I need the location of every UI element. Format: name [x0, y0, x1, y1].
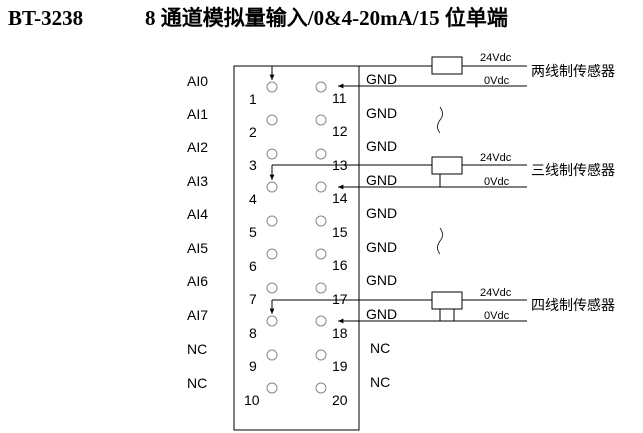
pin-number-11: 11	[332, 90, 347, 106]
three-wire-sensor-wiring	[269, 156, 527, 190]
terminal-2	[266, 114, 278, 126]
channel-label-gnd-1: GND	[366, 71, 397, 87]
terminal-9	[266, 349, 278, 361]
pin-number-9: 9	[249, 358, 257, 374]
channel-label-nc-right-1: NC	[370, 340, 390, 356]
terminal-16	[315, 248, 327, 260]
right-terminal-screws	[315, 81, 327, 394]
pin-number-19: 19	[332, 358, 348, 374]
pin-number-8: 8	[249, 325, 257, 341]
channel-label-ai6: AI6	[187, 273, 208, 289]
terminal-6	[266, 248, 278, 260]
left-terminal-screws	[266, 81, 278, 394]
terminal-11	[315, 81, 327, 93]
pin-number-15: 15	[332, 224, 348, 240]
model-number: BT-3238	[8, 6, 84, 30]
break-mark-1	[437, 106, 443, 134]
terminal-3	[266, 148, 278, 160]
pin-number-10: 10	[244, 392, 260, 408]
pin-number-14: 14	[332, 190, 348, 206]
four-wire-sensor-box	[431, 291, 463, 310]
pin-number-12: 12	[332, 123, 348, 139]
pin-number-3: 3	[249, 157, 257, 173]
channel-label-gnd-5: GND	[366, 205, 397, 221]
channel-label-nc-right-2: NC	[370, 374, 390, 390]
four-wire-24v-label: 24Vdc	[480, 287, 512, 299]
terminal-14	[315, 181, 327, 193]
pin-number-2: 2	[249, 124, 257, 140]
terminal-19	[315, 349, 327, 361]
left-pin-numbers: 1 2 3 4 5 6 7 8 9 10	[244, 91, 260, 408]
four-wire-sensor-label: 四线制传感器	[531, 297, 615, 313]
two-wire-sensor-box	[431, 56, 463, 75]
break-mark-2	[437, 227, 443, 255]
channel-label-ai7: AI7	[187, 307, 208, 323]
left-channel-labels: AI0 AI1 AI2 AI3 AI4 AI5 AI6 AI7 NC NC	[187, 73, 208, 391]
terminal-1	[266, 81, 278, 93]
pin-number-6: 6	[249, 258, 257, 274]
three-wire-24v-label: 24Vdc	[480, 152, 512, 164]
terminal-15	[315, 215, 327, 227]
four-wire-sensor-wiring	[269, 291, 527, 324]
channel-label-gnd-8: GND	[366, 306, 397, 322]
right-channel-labels: GND GND GND GND GND GND GND GND NC NC	[366, 71, 397, 390]
two-wire-24v-label: 24Vdc	[480, 52, 512, 64]
channel-label-ai0: AI0	[187, 73, 208, 89]
channel-label-gnd-4: GND	[366, 172, 397, 188]
terminal-5	[266, 215, 278, 227]
pin-number-16: 16	[332, 257, 348, 273]
terminal-7	[266, 282, 278, 294]
channel-label-gnd-6: GND	[366, 239, 397, 255]
channel-label-gnd-2: GND	[366, 105, 397, 121]
module-description: 8 通道模拟量输入/0&4-20mA/15 位单端	[145, 6, 508, 30]
pin-number-1: 1	[249, 91, 257, 107]
pin-number-20: 20	[332, 392, 348, 408]
terminal-10	[266, 382, 278, 394]
channel-label-ai3: AI3	[187, 173, 208, 189]
two-wire-sensor-label: 两线制传感器	[531, 63, 615, 79]
terminal-block	[233, 65, 360, 431]
three-wire-sensor-label: 三线制传感器	[531, 162, 615, 178]
terminal-4	[266, 181, 278, 193]
pin-number-17: 17	[332, 291, 348, 307]
pin-number-5: 5	[249, 224, 257, 240]
three-wire-sensor-box	[431, 156, 463, 175]
channel-label-ai1: AI1	[187, 106, 208, 122]
terminal-18	[315, 315, 327, 327]
right-pin-numbers: 11 12 13 14 15 16 17 18 19 20	[332, 90, 348, 408]
channel-label-gnd-3: GND	[366, 138, 397, 154]
terminal-12	[315, 114, 327, 126]
four-wire-0v-label: 0Vdc	[484, 310, 510, 322]
pin-number-4: 4	[249, 191, 257, 207]
terminal-20	[315, 382, 327, 394]
channel-label-ai5: AI5	[187, 240, 208, 256]
terminal-17	[315, 282, 327, 294]
two-wire-sensor-wiring	[269, 56, 527, 89]
pin-number-18: 18	[332, 325, 348, 341]
channel-label-gnd-7: GND	[366, 272, 397, 288]
page-title: BT-3238 8 通道模拟量输入/0&4-20mA/15 位单端	[8, 2, 508, 32]
pin-number-7: 7	[249, 291, 257, 307]
channel-label-ai4: AI4	[187, 206, 208, 222]
channel-label-nc-left-2: NC	[187, 375, 207, 391]
channel-label-nc-left-1: NC	[187, 341, 207, 357]
terminal-8	[266, 315, 278, 327]
three-wire-0v-label: 0Vdc	[484, 176, 510, 188]
channel-label-ai2: AI2	[187, 139, 208, 155]
two-wire-0v-label: 0Vdc	[484, 75, 510, 87]
terminal-13	[315, 148, 327, 160]
